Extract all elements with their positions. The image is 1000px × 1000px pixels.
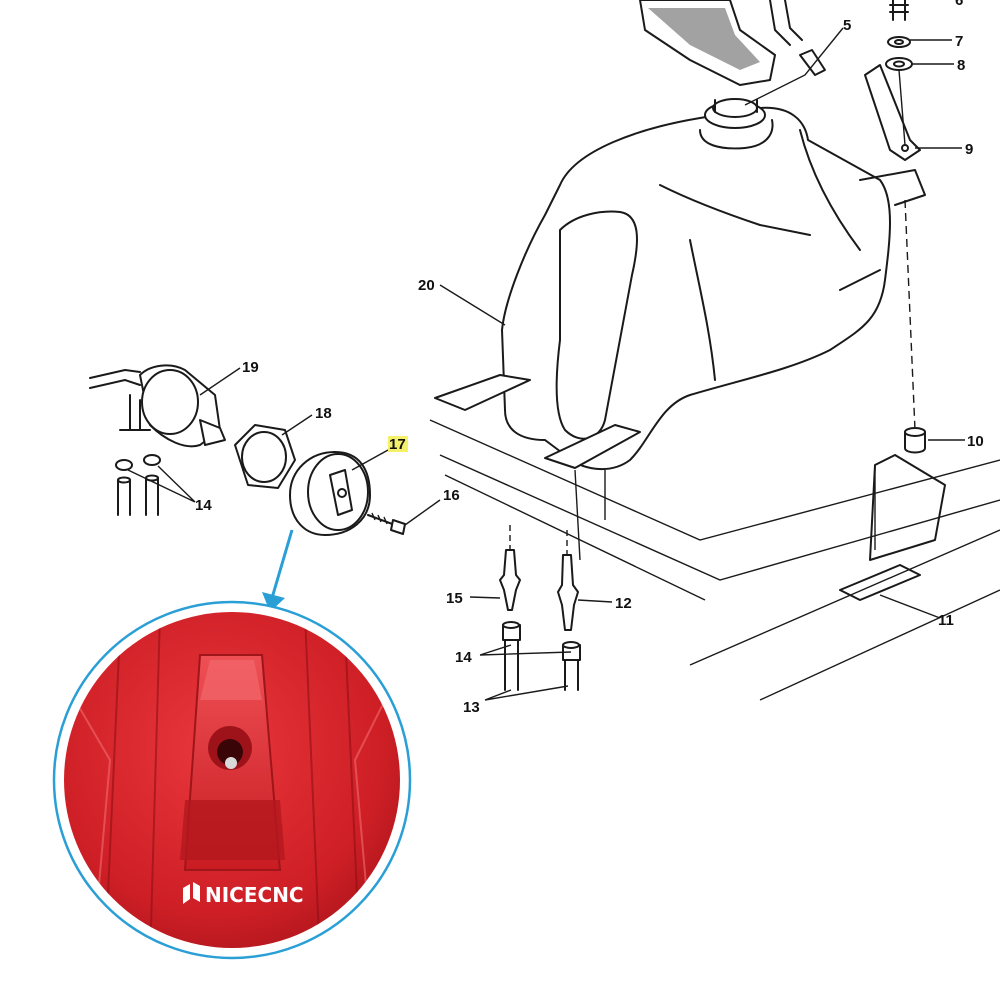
callout-10: 10 — [967, 433, 984, 450]
blue-arrow — [262, 529, 294, 612]
callout-14-right: 14 — [455, 649, 472, 666]
bushing-10 — [904, 427, 926, 454]
fuel-pump — [89, 364, 226, 448]
callout-13: 13 — [463, 699, 480, 716]
tank-mount-pads — [434, 374, 641, 469]
callout-17-highlight — [388, 436, 408, 452]
callout-16: 16 — [443, 487, 460, 504]
fitting-15 — [499, 525, 521, 611]
callout-18: 18 — [315, 405, 332, 422]
fuel-tank — [501, 98, 926, 471]
callout-7: 7 — [955, 33, 963, 50]
callout-19: 19 — [242, 359, 259, 376]
callout-labels: 5 6 7 8 9 10 11 12 13 14 14 15 16 17 18 … — [195, 0, 984, 716]
callout-14-left: 14 — [195, 497, 212, 514]
top-hose — [639, 0, 826, 86]
callout-9: 9 — [965, 141, 973, 158]
callout-15: 15 — [446, 590, 463, 607]
brand-name: NICECNC — [205, 883, 304, 907]
callout-17: 17 — [389, 436, 406, 453]
product-closeup: NICECNC — [52, 600, 412, 960]
fitting-12 — [557, 530, 579, 631]
fuel-lines-left — [115, 454, 161, 516]
callout-8: 8 — [957, 57, 965, 74]
callout-12: 12 — [615, 595, 632, 612]
screw-16 — [367, 512, 406, 535]
brand-logo-icon — [183, 882, 200, 904]
fuel-pump-cap-17 — [289, 451, 371, 536]
callout-6: 6 — [955, 0, 963, 9]
leader-lines — [127, 27, 965, 701]
callout-5: 5 — [843, 17, 851, 34]
hex-nut — [234, 424, 296, 489]
callout-20: 20 — [418, 277, 435, 294]
callout-11: 11 — [938, 612, 954, 629]
frame-rails — [429, 419, 1000, 701]
bracket-assembly — [864, 0, 921, 161]
fuel-lines-right — [502, 621, 581, 691]
